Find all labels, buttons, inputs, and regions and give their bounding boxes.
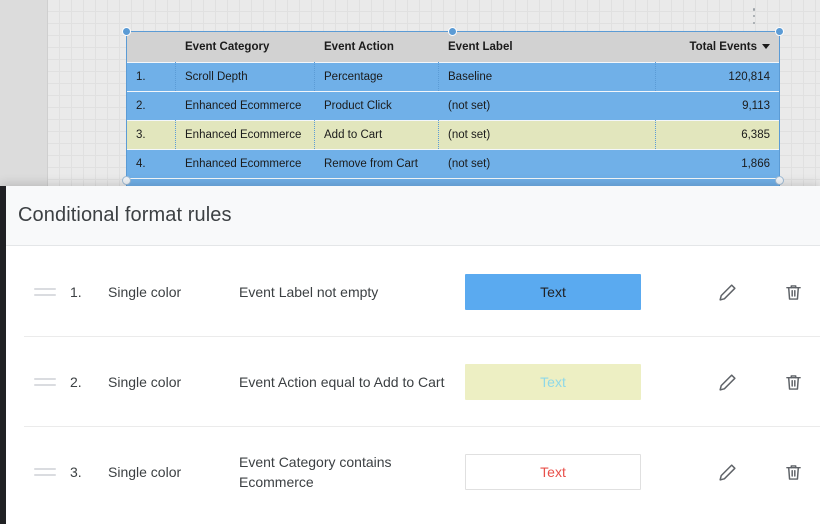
rule-index: 3. <box>70 464 82 480</box>
delete-rule-button[interactable] <box>781 370 805 394</box>
rule-preview-swatch[interactable]: Text <box>465 454 641 490</box>
table-header-row: Event Category Event Action Event Label … <box>127 32 779 62</box>
dialog-title: Conditional format rules <box>18 204 232 226</box>
rule-divider <box>24 426 820 427</box>
col-header-total-events[interactable]: Total Events <box>656 32 779 62</box>
col-header-event-action[interactable]: Event Action <box>315 32 439 62</box>
rule-actions <box>663 280 805 304</box>
col-header-event-category[interactable]: Event Category <box>176 32 315 62</box>
events-table: Event Category Event Action Event Label … <box>127 32 779 194</box>
col-header-total-events-text: Total Events <box>689 40 757 53</box>
cell-event-category: Enhanced Ecommerce <box>176 90 315 120</box>
selection-handle-top-right[interactable] <box>775 27 784 36</box>
edit-rule-button[interactable] <box>715 280 739 304</box>
events-table-header: Event Category Event Action Event Label … <box>127 32 779 62</box>
cell-event-label: (not set) <box>439 90 656 120</box>
table-row[interactable]: 3. Enhanced Ecommerce Add to Cart (not s… <box>127 119 779 149</box>
table-row[interactable]: 4. Enhanced Ecommerce Remove from Cart (… <box>127 148 779 178</box>
cell-event-category: Enhanced Ecommerce <box>176 119 315 149</box>
cell-index: 3. <box>127 119 176 149</box>
rule-preview-wrap: Text <box>465 364 663 400</box>
selection-handle-bottom-left[interactable] <box>122 176 131 185</box>
rule-divider <box>24 336 820 337</box>
pencil-icon <box>718 283 736 301</box>
col-header-event-label[interactable]: Event Label <box>439 32 656 62</box>
cell-event-label: Baseline <box>439 61 656 91</box>
cell-event-action: Add to Cart <box>315 119 439 149</box>
cell-total-events: 120,814 <box>656 61 779 91</box>
delete-rule-button[interactable] <box>781 460 805 484</box>
dialog-header: Conditional format rules <box>6 186 820 246</box>
selection-handle-top-left[interactable] <box>122 27 131 36</box>
left-rail <box>0 0 48 195</box>
cell-event-category: Scroll Depth <box>176 61 315 91</box>
rule-row[interactable]: 1. Single color Event Label not empty Te… <box>6 247 820 337</box>
edit-rule-button[interactable] <box>715 370 739 394</box>
rule-preview-wrap: Text <box>465 454 663 490</box>
events-table-body: 1. Scroll Depth Percentage Baseline 120,… <box>127 61 779 194</box>
cell-event-action: Percentage <box>315 61 439 91</box>
dialog-left-edge <box>0 186 6 524</box>
table-widget[interactable]: Event Category Event Action Event Label … <box>126 31 780 195</box>
table-row[interactable]: 1. Scroll Depth Percentage Baseline 120,… <box>127 61 779 91</box>
cell-event-label: (not set) <box>439 119 656 149</box>
drag-handle-icon[interactable] <box>34 288 56 296</box>
rule-index: 1. <box>70 284 82 300</box>
table-row[interactable]: 2. Enhanced Ecommerce Product Click (not… <box>127 90 779 120</box>
rule-kind: Single color <box>108 464 182 480</box>
cell-event-label: (not set) <box>439 148 656 178</box>
rule-condition: Event Action equal to Add to Cart <box>239 374 445 390</box>
rule-preview-wrap: Text <box>465 274 663 310</box>
drag-handle-icon[interactable] <box>34 468 56 476</box>
rule-kind: Single color <box>108 284 182 300</box>
selection-handle-bottom-right[interactable] <box>775 176 784 185</box>
rules-list: 1. Single color Event Label not empty Te… <box>6 247 820 524</box>
cell-event-category: Enhanced Ecommerce <box>176 148 315 178</box>
trash-icon <box>785 374 801 390</box>
trash-icon <box>785 464 801 480</box>
report-editor-background: Event Category Event Action Event Label … <box>0 0 820 195</box>
cell-total-events: 9,113 <box>656 90 779 120</box>
selection-handle-top-center[interactable] <box>448 27 457 36</box>
cell-total-events: 1,866 <box>656 148 779 178</box>
more-vert-icon[interactable] <box>748 6 760 26</box>
rule-row[interactable]: 3. Single color Event Category contains … <box>6 427 820 517</box>
delete-rule-button[interactable] <box>781 280 805 304</box>
edit-rule-button[interactable] <box>715 460 739 484</box>
rule-condition: Event Category contains Ecommerce <box>239 454 392 490</box>
rule-preview-swatch[interactable]: Text <box>465 364 641 400</box>
cell-index: 1. <box>127 61 176 91</box>
left-rail-edge <box>47 0 48 195</box>
rule-row[interactable]: 2. Single color Event Action equal to Ad… <box>6 337 820 427</box>
cell-total-events: 6,385 <box>656 119 779 149</box>
rule-condition: Event Label not empty <box>239 284 379 300</box>
cell-event-action: Remove from Cart <box>315 148 439 178</box>
cell-index: 2. <box>127 90 176 120</box>
trash-icon <box>785 284 801 300</box>
drag-handle-icon[interactable] <box>34 378 56 386</box>
col-header-index[interactable] <box>127 32 176 62</box>
rule-actions <box>663 370 805 394</box>
rule-preview-swatch[interactable]: Text <box>465 274 641 310</box>
cell-index: 4. <box>127 148 176 178</box>
cell-event-action: Product Click <box>315 90 439 120</box>
pencil-icon <box>718 373 736 391</box>
conditional-format-rules-dialog: Conditional format rules 1. Single color… <box>0 186 820 524</box>
sort-desc-caret-icon <box>762 44 770 50</box>
pencil-icon <box>718 463 736 481</box>
rule-kind: Single color <box>108 374 182 390</box>
rule-index: 2. <box>70 374 82 390</box>
rule-actions <box>663 460 805 484</box>
